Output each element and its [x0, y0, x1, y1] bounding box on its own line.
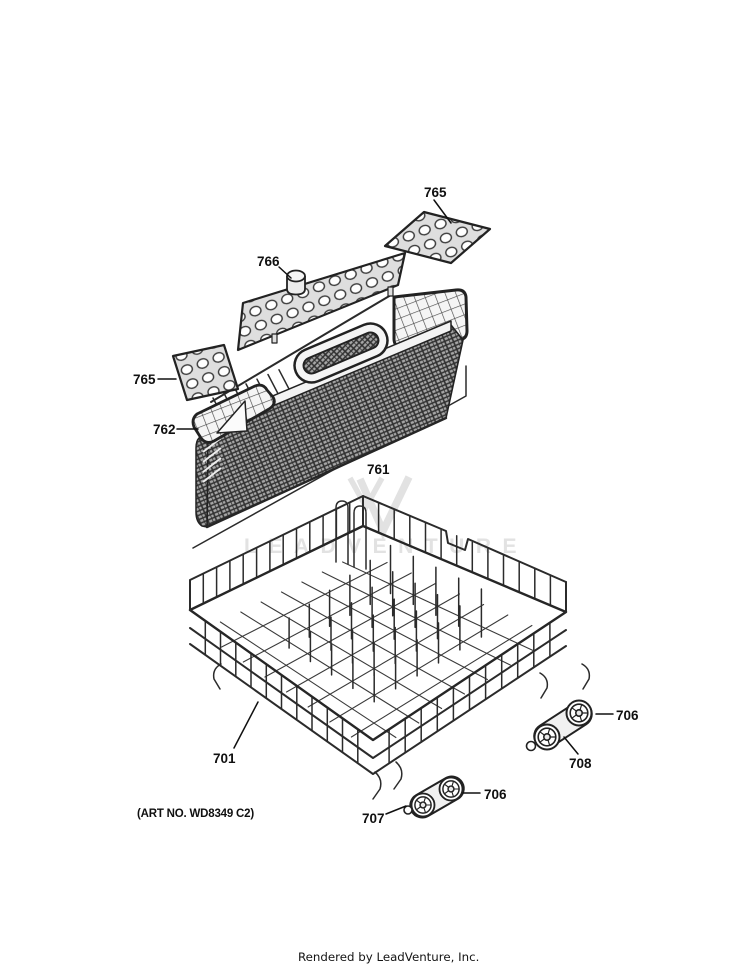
- callout-706-right: 706: [616, 708, 639, 723]
- rack-back-left-wires: [202, 501, 351, 605]
- leadventure-logo-icon: [347, 476, 385, 513]
- rack-bottom-rail: [189, 643, 567, 775]
- callout-765-left: 765: [133, 372, 156, 387]
- leader-701: [233, 701, 259, 749]
- roller-axle-stub: [525, 740, 537, 752]
- callout-766: 766: [257, 254, 280, 269]
- roller-wheel-706: [438, 776, 464, 802]
- basket-lid-765-top: [383, 210, 492, 265]
- basket-lid-765-left: [171, 343, 240, 402]
- basket-cover-766: [236, 251, 407, 352]
- callout-labels: 765 766 765 762 761 701 706 708 706 707: [133, 185, 639, 826]
- rack-back-right-wires: [377, 501, 552, 607]
- callout-708: 708: [569, 756, 592, 771]
- callout-leaders: [157, 199, 614, 815]
- roller-wheel-706: [565, 699, 593, 727]
- rack-corner-hooks: [212, 663, 591, 800]
- leadventure-logo-icon: [356, 475, 413, 540]
- rack-back-loops: [335, 500, 367, 570]
- cover-panel: [236, 251, 407, 352]
- leader-766: [278, 266, 292, 279]
- leader-707: [385, 805, 407, 815]
- rack-floor-grid: [221, 561, 533, 738]
- leader-708: [563, 736, 579, 755]
- rack-back-top-rail-right: [362, 495, 567, 583]
- footer-credit: Rendered by LeadVenture, Inc.: [298, 950, 479, 964]
- basket-handle: [293, 322, 389, 384]
- leader-765-top: [433, 199, 452, 224]
- basket-extent-line: [192, 365, 467, 549]
- cover-tab: [387, 286, 394, 297]
- cover-knob-top: [286, 269, 306, 283]
- callout-765-top: 765: [424, 185, 447, 200]
- basket-handle-opening: [302, 331, 380, 375]
- basket-left-face: [195, 429, 209, 528]
- lower-rack-701: [188, 495, 591, 800]
- basket-left-chevrons: [202, 437, 222, 483]
- roller-wheel: [410, 792, 436, 818]
- basket-end-divider: [216, 400, 248, 434]
- callout-701: 701: [213, 751, 236, 766]
- silverware-basket-761: [191, 288, 469, 529]
- callout-762: 762: [153, 422, 176, 437]
- roller-wheel: [533, 723, 561, 751]
- callout-707: 707: [362, 811, 385, 826]
- basket-bottom-edge: [205, 416, 448, 529]
- roller-assembly-right-706-708: [525, 699, 593, 752]
- callout-706-front: 706: [484, 787, 507, 802]
- callout-761: 761: [367, 462, 390, 477]
- rack-tines: [288, 544, 483, 703]
- cover-tab: [271, 333, 278, 344]
- rack-back-top-rail-left: [189, 495, 567, 613]
- art-number: (ART NO. WD8349 C2): [137, 808, 254, 820]
- rack-rim: [188, 524, 568, 742]
- roller-assembly-front-706-707: [403, 775, 465, 819]
- basket-back-rim: [210, 294, 392, 403]
- rack-mid-rail: [189, 627, 567, 759]
